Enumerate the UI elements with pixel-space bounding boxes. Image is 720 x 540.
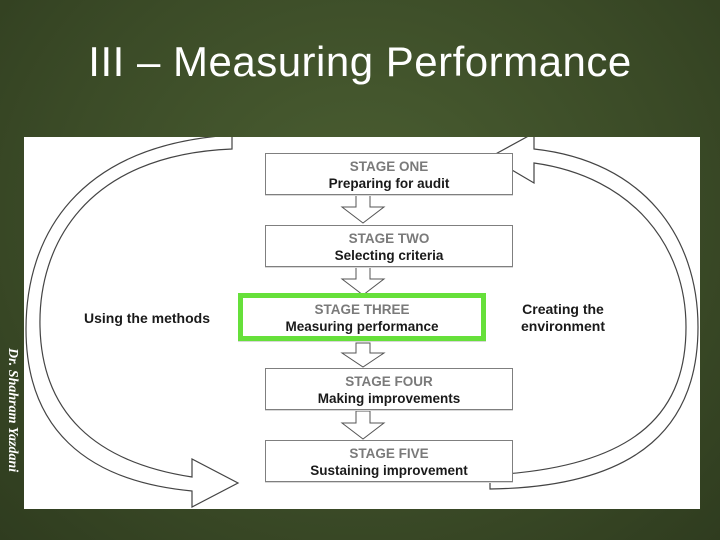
stage-five-number: STAGE FIVE: [349, 446, 429, 461]
stage-one-number: STAGE ONE: [349, 159, 429, 174]
stage-five-box: STAGE FIVE Sustaining improvement: [265, 440, 513, 482]
slide-title: III – Measuring Performance: [88, 38, 632, 85]
left-cycle-label: Using the methods: [83, 310, 210, 326]
stage-one-name: Preparing for audit: [328, 176, 450, 191]
left-cycle-arrow: [25, 137, 240, 508]
stage-two-name: Selecting criteria: [334, 248, 444, 263]
stage-five-name: Sustaining improvement: [310, 463, 468, 478]
right-cycle-arrow: [488, 137, 699, 490]
audit-cycle-diagram: STAGE ONE Preparing for audit STAGE TWO …: [24, 137, 700, 509]
stage-two-box: STAGE TWO Selecting criteria: [265, 225, 513, 267]
stage-one-box: STAGE ONE Preparing for audit: [265, 153, 513, 195]
down-arrow-3: [340, 342, 386, 368]
right-cycle-label: Creating the environment: [508, 301, 618, 335]
stage-three-box: STAGE THREE Measuring performance: [238, 293, 486, 341]
stage-two-number: STAGE TWO: [348, 231, 430, 246]
diagram-arrows: [25, 137, 699, 508]
stage-four-number: STAGE FOUR: [345, 374, 433, 389]
stage-three-number: STAGE THREE: [314, 302, 410, 317]
author-credit: Dr. Shahram Yazdani: [5, 348, 20, 473]
stage-three-name: Measuring performance: [285, 319, 439, 334]
right-label-line1: Creating the: [522, 301, 604, 317]
stage-four-box: STAGE FOUR Making improvements: [265, 368, 513, 410]
right-label-line2: environment: [520, 318, 605, 334]
down-arrow-1: [340, 194, 386, 224]
down-arrow-4: [340, 410, 386, 440]
stage-four-name: Making improvements: [317, 391, 461, 406]
down-arrow-2: [340, 266, 386, 296]
